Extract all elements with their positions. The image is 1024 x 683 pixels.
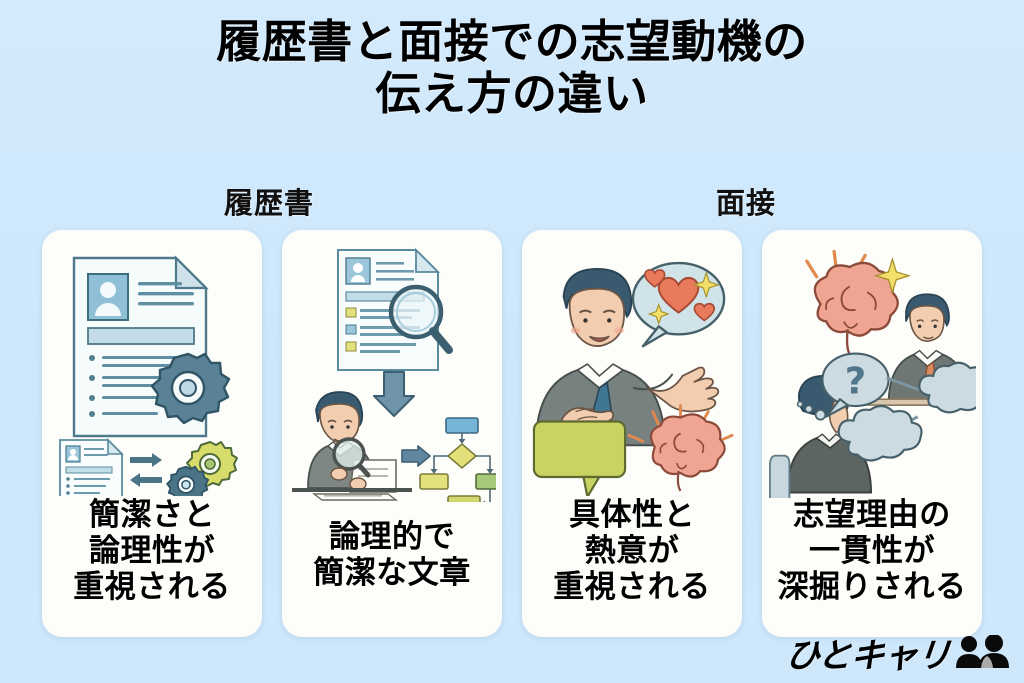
- page-title: 履歴書と面接での志望動機の 伝え方の違い: [0, 15, 1024, 121]
- small-resume-icon: [59, 438, 124, 496]
- question-bubble-icon: ?: [796, 352, 890, 421]
- flowchart-icon: [419, 417, 496, 502]
- card-interview-passion: 具体性と 熱意が 重視される: [522, 230, 742, 637]
- card-interview-depth: ?: [762, 230, 982, 637]
- gear-pair-icon: [166, 441, 238, 496]
- title-line-1: 履歴書と面接での志望動機の: [216, 15, 808, 68]
- caption-line: 簡潔さと: [89, 497, 215, 533]
- document-magnifier-icon: [337, 247, 453, 371]
- card-resume-logical: 論理的で 簡潔な文章: [282, 230, 502, 637]
- logo-text: ひとキャリ: [783, 635, 952, 676]
- caption-line: 論理的で: [329, 518, 455, 555]
- resume-document-icon: [72, 255, 209, 438]
- person-reviewing-icon: [292, 391, 412, 501]
- gear-icon: [150, 352, 231, 425]
- caption-line: 深掘りされる: [777, 568, 967, 605]
- title-line-2: 伝え方の違い: [375, 67, 649, 121]
- caption-line: 熱意が: [584, 532, 680, 569]
- two-people-silhouette-icon: [956, 635, 1009, 668]
- thought-cloud-icon: [918, 361, 976, 414]
- caption-line: 簡潔な文章: [313, 554, 471, 591]
- card-resume-concise: 簡潔さと 論理性が 重視される: [42, 230, 262, 637]
- heart-speech-bubble-icon: [631, 261, 726, 348]
- section-label-resume: 履歴書: [224, 186, 315, 220]
- illustration-resume-document-with-gears: [48, 240, 256, 498]
- caption-line: 重視される: [73, 568, 231, 605]
- card-caption: 志望理由の 一貫性が 深掘りされる: [777, 497, 967, 629]
- right-arrow-icon: [401, 445, 431, 467]
- brain-icon: [627, 404, 734, 492]
- illustration-magnifier-person-flowchart: [288, 240, 496, 502]
- card-row: 簡潔さと 論理性が 重視される: [42, 230, 982, 637]
- svg-text:?: ?: [845, 359, 866, 402]
- illustration-interview-brain-question-clouds: ?: [768, 240, 976, 498]
- card-caption: 論理的で 簡潔な文章: [313, 498, 471, 629]
- down-arrow-icon: [373, 371, 415, 417]
- section-label-interview: 面接: [716, 186, 777, 220]
- caption-line: 志望理由の: [793, 497, 951, 533]
- thought-cloud-icon: [837, 404, 923, 462]
- card-caption: 具体性と 熱意が 重視される: [553, 497, 711, 629]
- exchange-arrows-icon: [130, 453, 162, 487]
- card-caption: 簡潔さと 論理性が 重視される: [73, 497, 231, 629]
- brand-logo[interactable]: ひとキャリ: [783, 629, 1010, 676]
- caption-line: 論理性が: [89, 532, 215, 569]
- green-speech-bubble-icon: [532, 420, 627, 496]
- caption-line: 具体性と: [569, 497, 695, 533]
- illustration-speaking-person-hearts-brain: [528, 240, 736, 498]
- caption-line: 一貫性が: [809, 532, 935, 569]
- caption-line: 重視される: [553, 568, 711, 605]
- brain-icon: [805, 249, 912, 356]
